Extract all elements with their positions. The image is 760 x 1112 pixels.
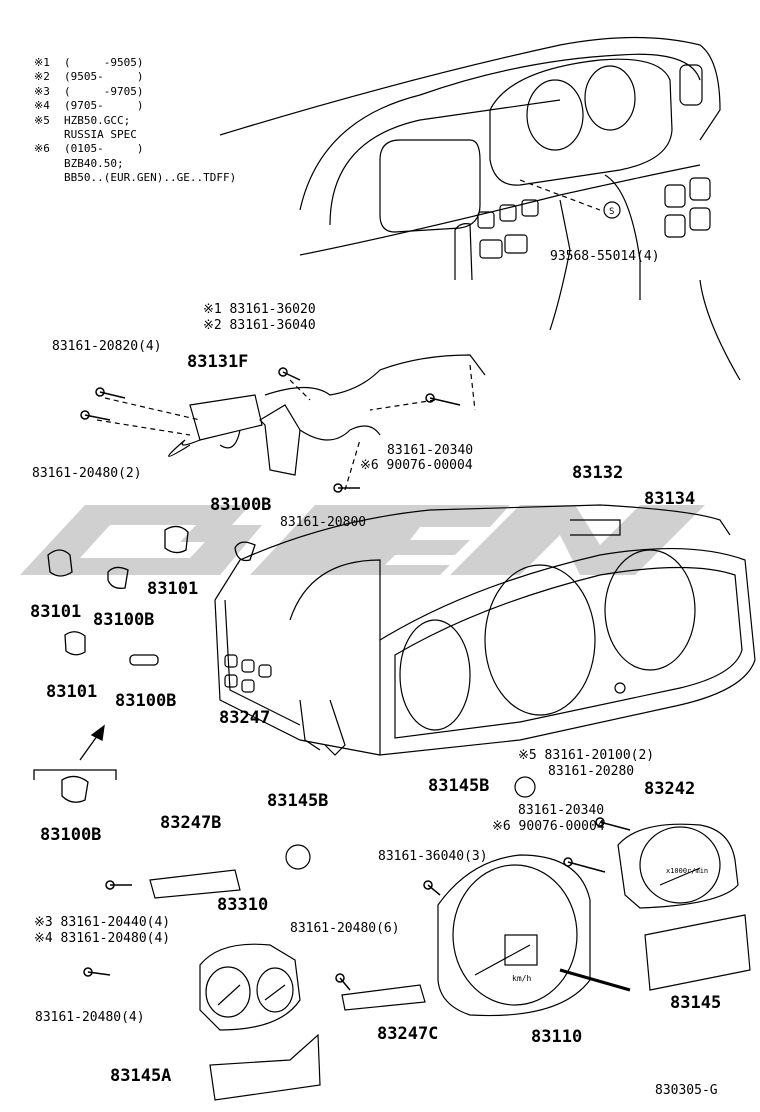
note-text: (0105- )	[64, 142, 144, 156]
note-text: ( -9705)	[64, 84, 144, 98]
speedometer-unit: km/h	[512, 974, 532, 983]
part-label-83161-20480-6: 83161-20480(6)	[290, 921, 400, 936]
note-6: ※6 (0105- )	[34, 142, 236, 156]
part-label-83131F: 83131F	[187, 352, 249, 372]
note-5-continued: RUSSIA SPEC	[64, 128, 137, 142]
note-text: (9705- )	[64, 99, 144, 113]
note-text: HZB50.GCC;	[64, 113, 131, 127]
screws	[80, 367, 631, 991]
part-label-90076-00004: ※6 90076-00004	[492, 819, 605, 834]
tachometer-unit: x1000r/min	[666, 867, 709, 875]
part-label-83161-36040-3: 83161-36040(3)	[378, 849, 488, 864]
part-label-83247: 83247	[219, 708, 271, 728]
note-mark: ※4	[34, 99, 50, 113]
part-label-83101: 83101	[147, 579, 199, 599]
dashboard-outline	[219, 36, 741, 381]
diagram-reference-code: 830305-G	[655, 1083, 718, 1098]
screw-symbol: S	[609, 207, 614, 217]
part-label-83145B: 83145B	[428, 776, 490, 796]
part-label-83161-20480-2: 83161-20480(2)	[32, 466, 142, 481]
sockets-and-bulbs	[47, 525, 256, 803]
note-mark: ※6	[34, 142, 50, 156]
part-label-83161-20340: 83161-20340	[518, 803, 605, 818]
part-label-83110: 83110	[531, 1027, 583, 1047]
part-label-83145B: 83145B	[267, 791, 329, 811]
part-label-83161-20440: ※3 83161-20440(4)	[34, 915, 171, 930]
part-label-83161-20340: 83161-20340	[387, 443, 474, 458]
part-label-83100B: 83100B	[210, 495, 272, 515]
combination-meter-case	[214, 504, 756, 756]
note-mark: ※1	[34, 56, 50, 69]
part-label-83101: 83101	[30, 602, 82, 622]
note-2: ※2 (9505- )	[34, 70, 236, 84]
part-label-83247B: 83247B	[160, 813, 222, 833]
part-label-83100B: 83100B	[93, 610, 155, 630]
mini-gauges	[149, 776, 751, 1101]
part-label-83161-20280: 83161-20280	[548, 764, 635, 779]
note-text: (9505- )	[64, 70, 144, 84]
note-5: ※5 HZB50.GCC;	[34, 114, 236, 128]
applicability-notes: ※1 ( -9505) ※2 (9505- ) ※3 ( -9705) ※4 (9705…	[34, 56, 236, 186]
part-label-83161-20100: ※5 83161-20100(2)	[518, 748, 655, 763]
part-label-83101: 83101	[46, 682, 98, 702]
part-label-83132: 83132	[572, 463, 624, 483]
part-label-83100B: 83100B	[115, 691, 177, 711]
part-label-83145: 83145	[670, 993, 722, 1013]
part-label-83134: 83134	[644, 489, 696, 509]
part-label-83161-20800: 83161-20800	[280, 515, 367, 530]
part-label-83161-36020: ※1 83161-36020	[203, 302, 316, 317]
arrow	[33, 724, 117, 780]
part-label-90076-00004: ※6 90076-00004	[360, 458, 473, 473]
watermark-logo	[20, 505, 705, 575]
note-mark: ※3	[34, 84, 50, 98]
part-label-83161-20480-4: ※4 83161-20480(4)	[34, 931, 171, 946]
part-label-83247C: 83247C	[377, 1024, 439, 1044]
note-1: ※1 ( -9505)	[34, 56, 236, 70]
note-3: ※3 ( -9705)	[34, 85, 236, 99]
note-6-continued-1: BZB40.50;	[64, 156, 124, 170]
part-label-83161-36040: ※2 83161-36040	[203, 318, 316, 333]
wire-harness	[96, 354, 486, 491]
part-label-83242: 83242	[644, 779, 696, 799]
part-label-83100B: 83100B	[40, 825, 102, 845]
part-label-83161-20820: 83161-20820(4)	[52, 339, 162, 354]
part-label-83310: 83310	[217, 895, 269, 915]
note-text: ( -9505)	[64, 56, 144, 69]
note-6-continued-2: BB50..(EUR.GEN)..GE..TDFF)	[64, 171, 237, 185]
note-mark: ※5	[34, 113, 50, 127]
note-4: ※4 (9705- )	[34, 99, 236, 113]
part-label-83161-20480-4: 83161-20480(4)	[35, 1010, 145, 1025]
part-label-93568-55014: 93568-55014(4)	[550, 249, 660, 264]
part-label-83145A: 83145A	[110, 1066, 172, 1086]
note-mark: ※2	[34, 70, 50, 84]
